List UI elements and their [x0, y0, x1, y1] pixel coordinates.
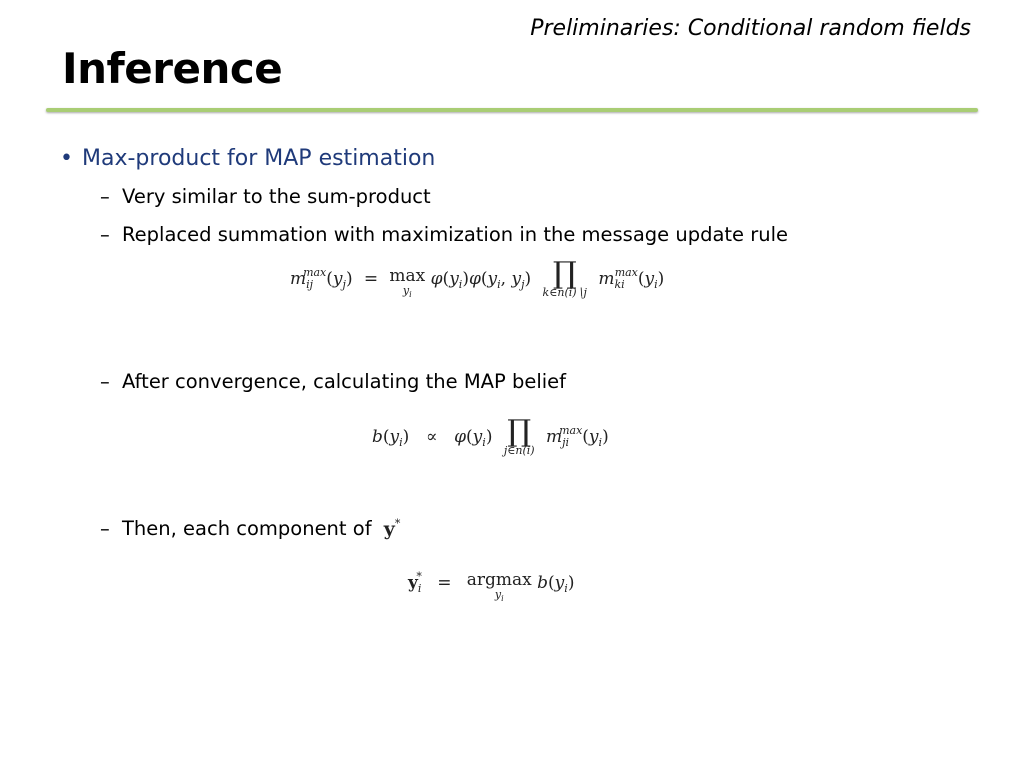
bullet-main: • Max-product for MAP estimation — [60, 146, 435, 171]
section-title: Preliminaries: Conditional random fields — [530, 16, 971, 41]
dash-marker: – — [100, 223, 110, 246]
bullet-sub-1-text: Very similar to the sum-product — [122, 185, 431, 208]
bullet-sub-3: –After convergence, calculating the MAP … — [100, 370, 566, 393]
bullet-sub-2-text: Replaced summation with maximization in … — [122, 223, 789, 246]
slide-title: Inference — [62, 44, 283, 93]
bullet-sub-3-text: After convergence, calculating the MAP b… — [122, 370, 567, 393]
title-rule — [46, 108, 978, 112]
bullet-sub-1: –Very similar to the sum-product — [100, 185, 431, 208]
bullet-main-text: Max-product for MAP estimation — [82, 146, 436, 171]
bullet-sub-4-text: Then, each component of — [122, 517, 372, 540]
bullet-marker: • — [60, 146, 73, 171]
dash-marker: – — [100, 370, 110, 393]
equation-map-belief: b(yi) ∝ φ(yi) ∏j∈n(i) mjimax(yi) — [372, 414, 609, 458]
dash-marker: – — [100, 517, 110, 540]
dash-marker: – — [100, 185, 110, 208]
bullet-sub-2: –Replaced summation with maximization in… — [100, 223, 788, 246]
bullet-sub-4: –Then, each component of y* — [100, 517, 400, 540]
inline-math-ystar: y* — [383, 517, 401, 540]
